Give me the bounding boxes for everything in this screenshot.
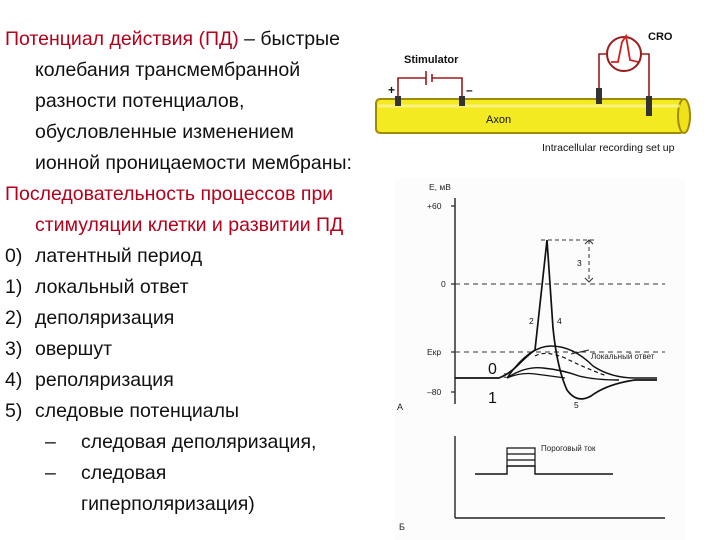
sub-list-dash: – xyxy=(45,431,56,453)
action-potential-diagram: E, мВ +60 0 Eкр –80 Локальный ответ 0 1 … xyxy=(395,178,685,540)
list-item-label: овершут xyxy=(35,338,113,360)
list-item-number: 5) xyxy=(5,400,23,422)
list-item-number: 4) xyxy=(5,369,23,391)
list-item-label: латентный период xyxy=(35,245,203,267)
figure-background xyxy=(395,178,685,540)
axon-label: Axon xyxy=(486,114,511,126)
setup-caption: Intracellular recording set up xyxy=(542,142,675,154)
list-item: 4) реполяризация xyxy=(5,365,360,396)
cro-label: CRO xyxy=(648,31,673,43)
sub-list-dash: – xyxy=(45,462,56,484)
local-response-trace-3 xyxy=(506,372,566,379)
list-item-label: реполяризация xyxy=(35,369,174,391)
list-item-number: 1) xyxy=(5,276,23,298)
list-item-number: 0) xyxy=(5,245,23,267)
stimulus-trace xyxy=(475,465,613,475)
tick-label-zero: 0 xyxy=(441,279,446,289)
sequence-heading: Последовательность процессов при стимуля… xyxy=(5,183,344,236)
text-block: Потенциал действия (ПД) – быстрые колеба… xyxy=(5,24,360,520)
list-item: 1) локальный ответ xyxy=(5,272,360,303)
definition-paragraph: Потенциал действия (ПД) – быстрые колеба… xyxy=(5,24,360,179)
minus-sign: – xyxy=(466,83,473,97)
phase-label-5: 5 xyxy=(574,400,579,410)
sub-list-item: – следовая деполяризация, xyxy=(5,427,360,458)
sub-list-label: следовая гиперполяризация) xyxy=(81,462,255,515)
local-response-leader xyxy=(570,349,590,355)
axon xyxy=(375,98,691,134)
recording-microelectrode xyxy=(646,96,652,116)
phase-label-2: 2 xyxy=(529,316,534,326)
definition-term: Потенциал действия (ПД) xyxy=(5,28,239,50)
phase-label-1-small: 1 xyxy=(503,373,507,380)
stimulator-label: Stimulator xyxy=(404,54,459,66)
recording-setup-diagram: Axon Stimulator + – CRO Intracellular re… xyxy=(375,31,691,154)
stimulating-electrode-minus xyxy=(459,96,465,106)
panel-a-label: А xyxy=(397,402,403,412)
phase-label-3: 3 xyxy=(577,258,582,268)
sub-list-item: – следовая гиперполяризация) xyxy=(5,458,360,520)
list-item-number: 2) xyxy=(5,307,23,329)
y-axis-label: E, мВ xyxy=(429,182,451,192)
cro-oscilloscope xyxy=(606,33,642,72)
sub-list-label: следовая деполяризация, xyxy=(81,431,317,453)
phase-label-0: 0 xyxy=(488,361,497,378)
local-response-trace-1 xyxy=(506,345,657,379)
tick-label-minus80: –80 xyxy=(427,387,441,397)
local-response-trace-2 xyxy=(506,367,620,381)
reference-electrode xyxy=(596,88,602,104)
local-response-dashed xyxy=(534,352,608,377)
tick-label-ekr: Eкр xyxy=(427,347,441,357)
list-item-label: локальный ответ xyxy=(35,276,189,298)
phase-label-4: 4 xyxy=(557,316,562,326)
recording-wires xyxy=(598,53,650,100)
list-item: 0) латентный период xyxy=(5,241,360,272)
overshoot-arrows xyxy=(584,239,594,283)
definition-dash: – xyxy=(238,28,261,50)
list-item: 3) овершут xyxy=(5,334,360,365)
threshold-current-label: Пороговый ток xyxy=(541,444,596,453)
panel-b-label: Б xyxy=(399,522,405,532)
list-item: 2) деполяризация xyxy=(5,303,360,334)
stimulus-steps xyxy=(506,447,536,466)
local-response-label: Локальный ответ xyxy=(591,352,655,361)
tick-label-plus60: +60 xyxy=(427,201,442,211)
list-item-label: деполяризация xyxy=(35,307,175,329)
list-item-label: следовые потенциалы xyxy=(35,400,240,422)
list-item: 5) следовые потенциалы xyxy=(5,396,360,427)
plus-sign: + xyxy=(388,83,395,97)
stimulator-circuit xyxy=(397,71,463,104)
stimulating-electrode-plus xyxy=(395,96,401,106)
list-item-number: 3) xyxy=(5,338,23,360)
definition-body: быстрые колебания трансмембранной разнос… xyxy=(35,28,352,174)
phase-label-1: 1 xyxy=(488,390,497,407)
